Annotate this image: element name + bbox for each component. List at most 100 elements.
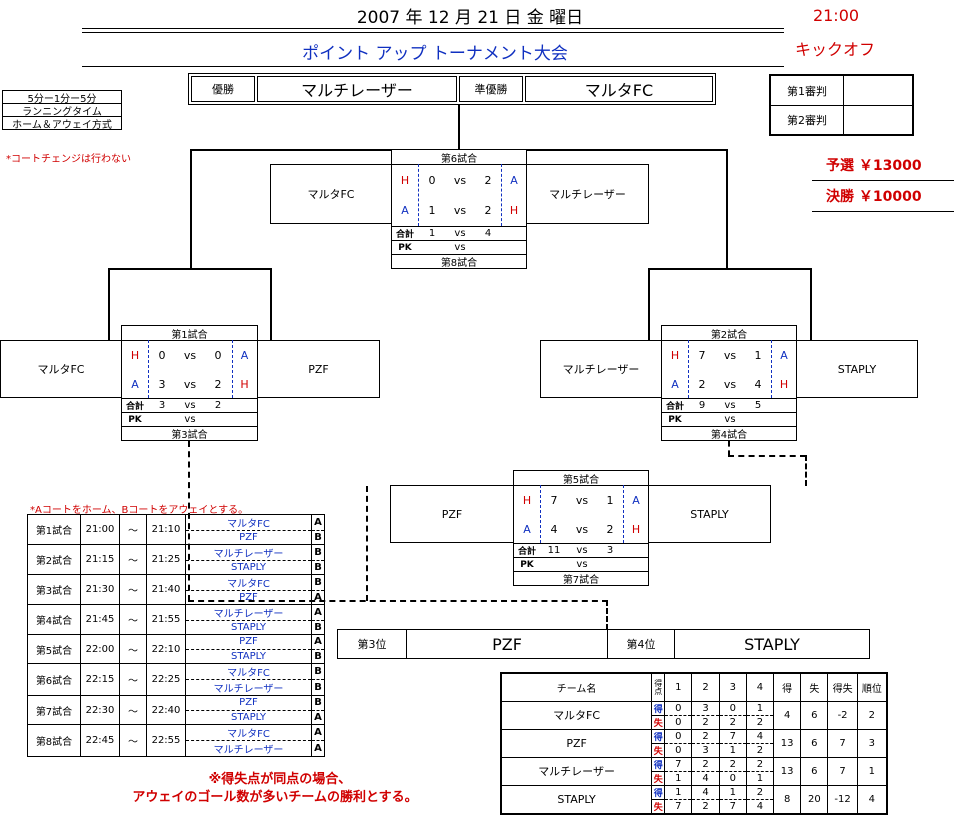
court-letter: A (311, 710, 325, 725)
tournament-title: ポイント アップ トーナメント大会 (302, 43, 568, 64)
score: 2 (698, 377, 706, 391)
bracket-line (190, 149, 192, 269)
home-mark: H (779, 377, 789, 391)
score: 4 (754, 377, 762, 391)
vs-label: vs (723, 349, 737, 362)
total-goals-for: 13 (773, 756, 802, 786)
match-label-top: 第2試合 (662, 326, 796, 341)
goals-against: 4 (745, 799, 775, 814)
goals-for: 3 (691, 700, 720, 716)
consolation-line (728, 455, 806, 457)
goals-for: 4 (691, 784, 720, 800)
goals-for: 2 (745, 784, 775, 800)
court-letter: B (311, 663, 325, 680)
team-name: PZF (185, 590, 312, 605)
end-time: 22:25 (146, 663, 186, 696)
start-time: 21:45 (80, 604, 120, 635)
bracket-line (726, 149, 728, 269)
kickoff-time: 21:00 (812, 5, 860, 25)
divider (662, 412, 796, 413)
goals-for: 1 (718, 784, 747, 800)
total-score: 9 (698, 400, 706, 411)
start-time: 21:00 (80, 514, 120, 545)
bracket-line (190, 149, 392, 151)
runnerup-label: 準優勝 (459, 76, 523, 102)
end-time: 21:10 (146, 514, 186, 545)
match-name: 第4試合 (27, 604, 81, 635)
home-mark: H (631, 522, 641, 536)
start-time: 21:15 (80, 544, 120, 575)
score: 4 (550, 522, 558, 536)
end-time: 22:10 (146, 634, 186, 664)
goals-for: 7 (664, 756, 693, 772)
end-time: 21:40 (146, 574, 186, 605)
total-score: 3 (158, 400, 166, 411)
court-letter: A (311, 514, 325, 531)
court-letter: B (311, 574, 325, 591)
match-block-final: マルタFC マルチレーザー 第6試合 H 0 vs 2 A A 1 vs 2 H… (270, 149, 649, 269)
court-letter: A (311, 590, 325, 605)
standings-header: 1 (664, 672, 693, 702)
final-fee: 決勝 ￥10000 (826, 189, 922, 205)
first-referee-value[interactable] (844, 76, 912, 106)
court-letter: A (311, 724, 325, 741)
total-score: 11 (547, 545, 561, 556)
away-mark: A (131, 377, 139, 391)
fee-rule (812, 211, 954, 212)
home-mark: H (522, 494, 532, 507)
court-letter: B (311, 649, 325, 664)
court-letter: B (311, 620, 325, 635)
divider (623, 485, 624, 543)
goals-against: 2 (745, 743, 775, 758)
champion-bar: 優勝 マルチレーザー 準優勝 マルタFC (188, 73, 716, 105)
bracket-line (270, 268, 272, 340)
goals-against: 0 (664, 743, 693, 758)
time-separator: ～ (119, 695, 147, 725)
court-assignment-note: *Aコートをホーム、Bコートをアウェイとする。 (30, 505, 249, 516)
divider (122, 426, 257, 427)
divider (662, 398, 796, 399)
standings-header: 3 (718, 672, 747, 702)
court-letter: A (311, 604, 325, 621)
total-score: 3 (606, 545, 614, 556)
goals-against: 2 (718, 715, 747, 730)
divider (232, 340, 233, 398)
score: 3 (158, 377, 166, 391)
match-name: 第8試合 (27, 724, 81, 757)
court-letter: A (311, 740, 325, 757)
divider (392, 240, 526, 241)
goals-for: 0 (664, 728, 693, 744)
score: 7 (550, 494, 558, 507)
champion-team: マルチレーザー (257, 76, 457, 102)
second-referee-value[interactable] (844, 106, 912, 134)
goal-difference: 7 (827, 728, 858, 758)
score: 2 (214, 377, 222, 391)
team-name: マルタFC (185, 724, 312, 741)
divider (688, 340, 689, 398)
score: 1 (754, 349, 762, 362)
time-separator: ～ (119, 724, 147, 757)
team-name: マルチレーザー (500, 756, 653, 786)
consolation-line (188, 600, 608, 602)
end-time: 22:40 (146, 695, 186, 725)
standings-header: 得 (773, 672, 802, 702)
goals-against: 0 (664, 715, 693, 730)
goals-against: 7 (664, 799, 693, 814)
end-time: 21:25 (146, 544, 186, 575)
match-left-team: PZF (390, 485, 514, 543)
score: 2 (484, 203, 492, 217)
match-left-team: マルタFC (270, 164, 392, 224)
team-name: マルタFC (185, 574, 312, 591)
total-goals-against: 6 (800, 700, 829, 730)
total-goals-against: 6 (800, 728, 829, 758)
divider (540, 485, 541, 543)
match-name: 第3試合 (27, 574, 81, 605)
goal-difference: 7 (827, 756, 858, 786)
